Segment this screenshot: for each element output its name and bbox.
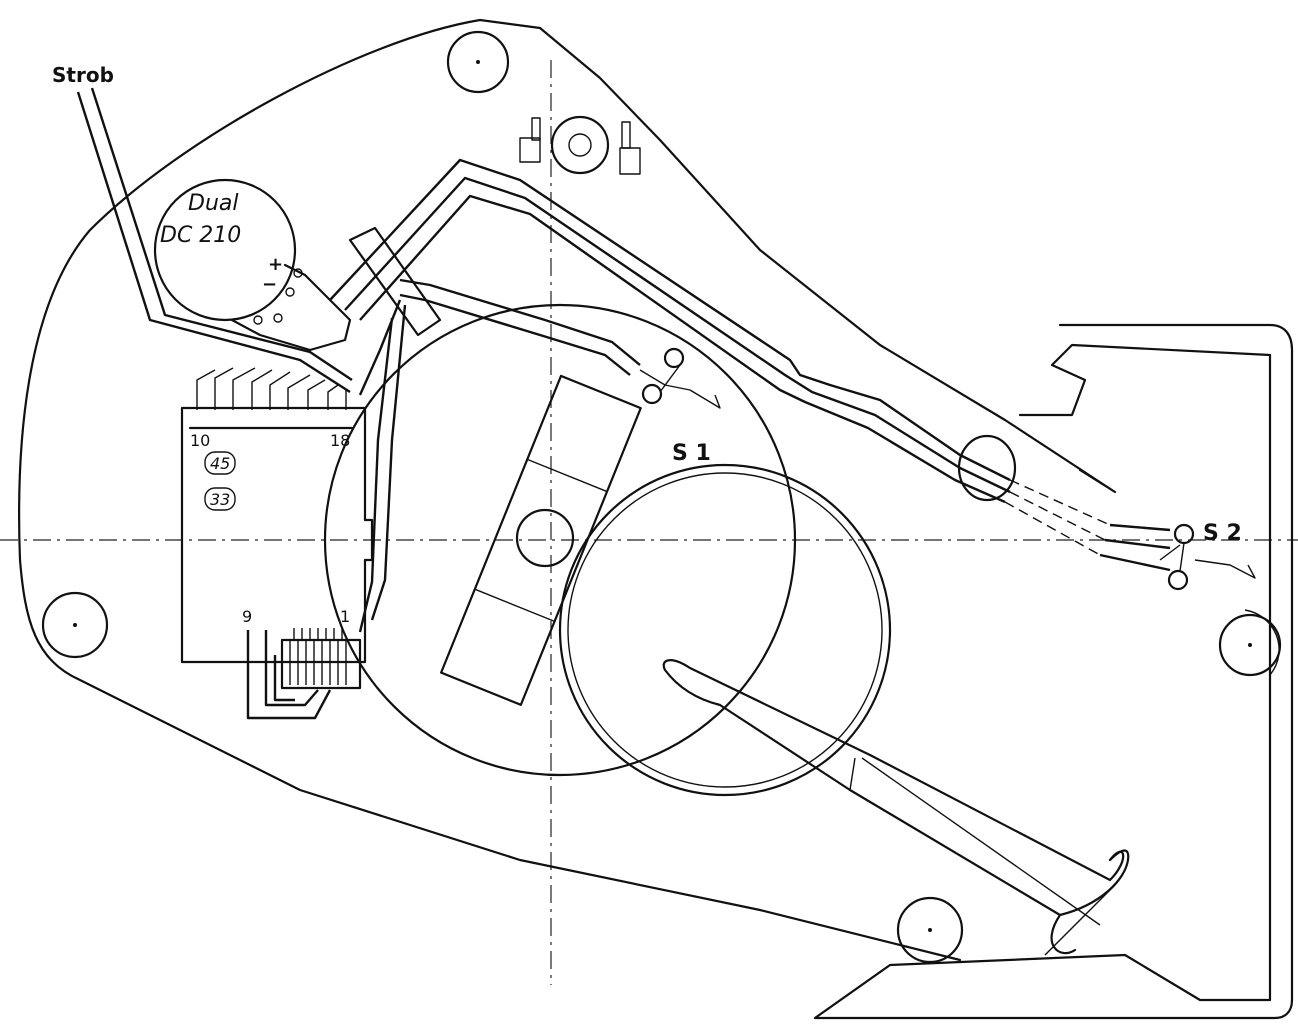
strob-label: Strob — [52, 63, 114, 87]
motor — [153, 178, 352, 352]
chassis-outline — [18, 18, 1117, 962]
top-connector-pins — [188, 367, 354, 430]
tonearm — [662, 659, 1130, 956]
speed-badge-33 — [204, 487, 236, 511]
pin-10-label: 10 — [190, 431, 210, 450]
platter-outline — [323, 303, 797, 777]
switch-s1 — [639, 347, 721, 409]
pin-1-label: 1 — [340, 607, 350, 626]
motor-brand-label: Dual — [188, 191, 238, 216]
strob-cable — [76, 87, 353, 394]
cable-grommet — [957, 434, 1017, 502]
switch-s2 — [1159, 523, 1256, 591]
mounting-hole-right — [1218, 609, 1282, 677]
speed-45-label: 45 — [210, 454, 230, 473]
motor-minus-label: − — [262, 274, 277, 295]
wire-bundle-to-s2 — [329, 158, 1171, 572]
wire-bundle-to-s1 — [358, 278, 641, 633]
speed-badge-45 — [204, 451, 236, 475]
motor-model-label: DC 210 — [160, 223, 241, 248]
switch-s1-label: S 1 — [672, 441, 711, 466]
pin-9-label: 9 — [242, 607, 252, 626]
bottom-connector — [246, 628, 362, 720]
switch-s2-label: S 2 — [1203, 521, 1242, 546]
pin-18-label: 18 — [330, 431, 350, 450]
idler-arm — [440, 374, 642, 706]
pulley-top — [519, 115, 641, 175]
center-spindle — [515, 508, 575, 568]
right-bracket — [813, 323, 1294, 1020]
mounting-hole-left — [41, 591, 109, 659]
speed-33-label: 33 — [210, 490, 230, 509]
mounting-hole-bottom — [896, 896, 964, 964]
motor-plus-label: + — [268, 254, 283, 275]
spindle-disc — [558, 463, 892, 797]
cable-clamp — [348, 226, 442, 337]
mounting-hole-top — [446, 30, 510, 94]
